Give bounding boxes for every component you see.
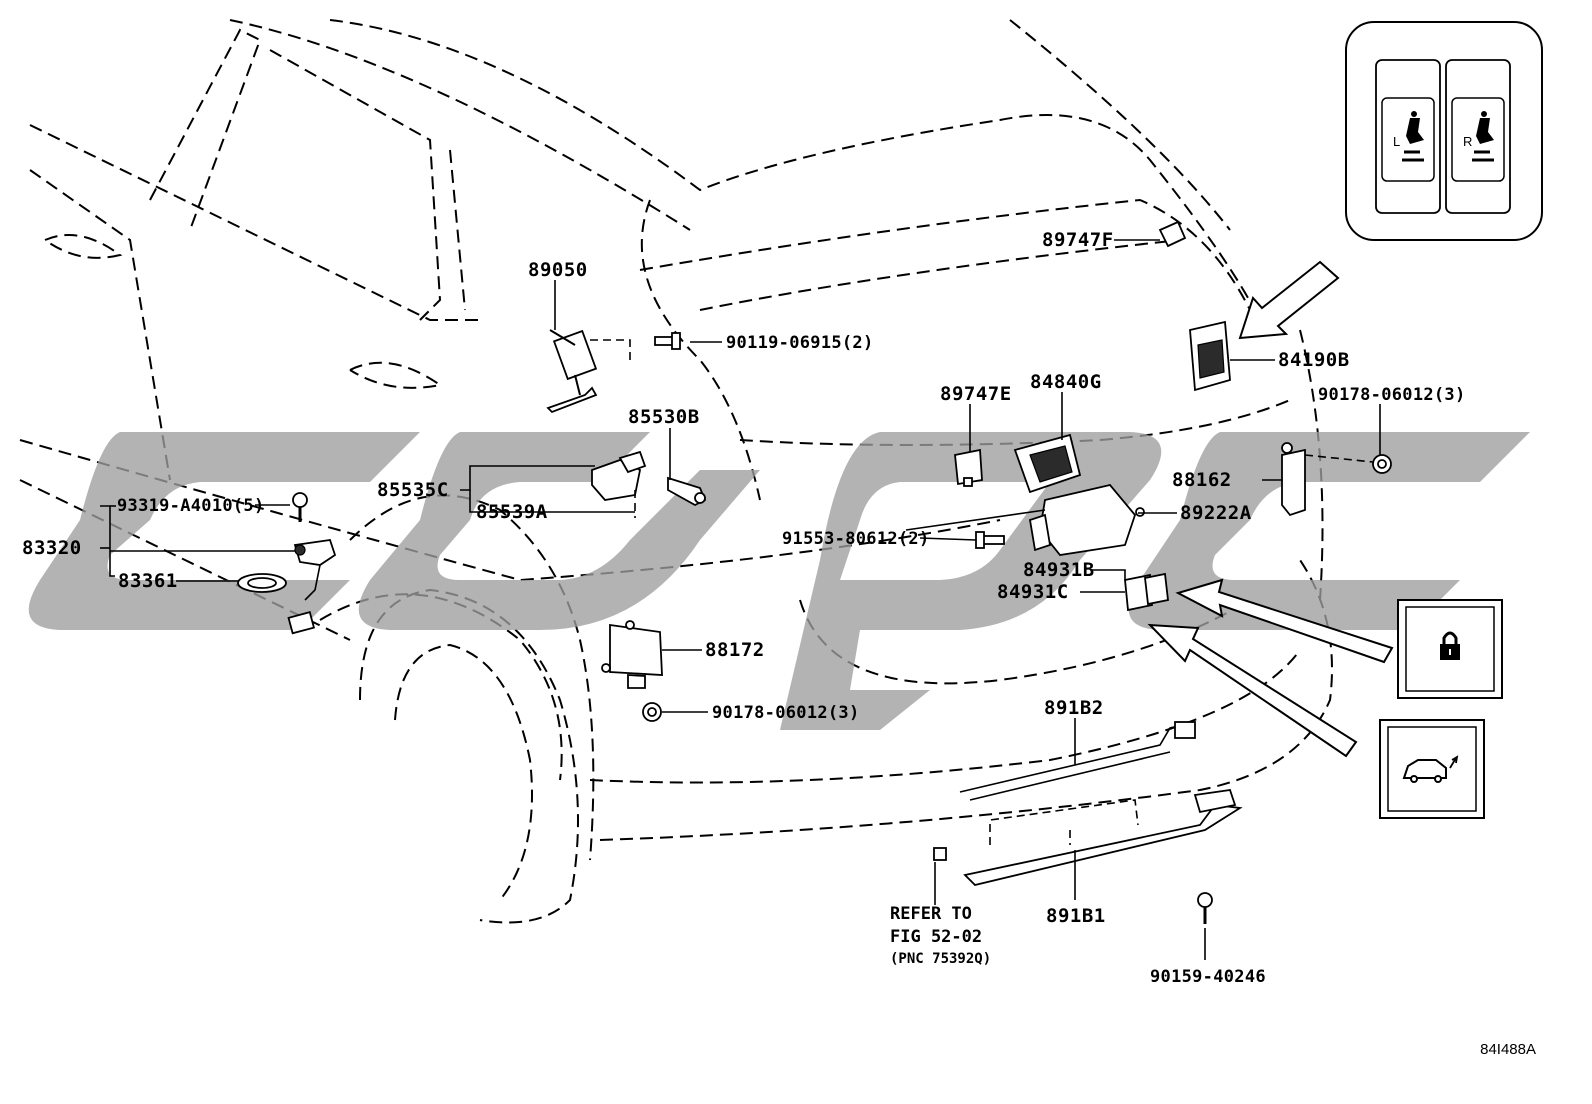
part-84931-switches <box>1124 572 1169 612</box>
label-85535C: 85535C <box>377 479 449 501</box>
part-89747F-sensor <box>1158 220 1187 248</box>
leader-lines <box>100 239 1381 960</box>
part-84190B-switch <box>1189 320 1231 392</box>
part-labels: 89050 90119-06915(2) 85530B 85535C 85539… <box>22 229 1466 987</box>
label-891B2: 891B2 <box>1044 697 1104 719</box>
part-91553-bolt <box>975 531 1005 549</box>
part-89747E-sensor <box>954 448 983 487</box>
label-88162: 88162 <box>1172 469 1232 491</box>
label-91553: 91553-80612(2) <box>782 529 930 549</box>
part-88162-bracket <box>1281 442 1306 517</box>
part-85535C-bracket <box>591 450 647 518</box>
part-85530B-sensor <box>667 476 707 507</box>
seat-left-icon <box>1402 111 1424 162</box>
reference-note: REFER TO FIG 52-02 (PNC 75392Q) <box>890 904 991 967</box>
part-90178-nut-b <box>1372 454 1392 474</box>
part-90119-bolt <box>654 332 681 350</box>
pointer-arrows <box>1147 260 1394 758</box>
label-85530B: 85530B <box>628 406 700 428</box>
label-88172: 88172 <box>705 639 765 661</box>
label-89747F: 89747F <box>1042 229 1114 251</box>
part-88172-module <box>601 620 663 689</box>
label-93319: 93319-A4010(5) <box>117 496 265 516</box>
part-93319-screw <box>292 492 308 522</box>
label-90178-b: 90178-06012(3) <box>1318 385 1466 405</box>
figure-code: 84I488A <box>1480 1041 1536 1058</box>
part-891B2-cable <box>959 721 1196 801</box>
label-891B1: 891B1 <box>1046 905 1106 927</box>
part-83320-sensor <box>287 539 337 635</box>
inset-lock-button <box>1397 599 1503 699</box>
seat-left-letter: L <box>1393 134 1400 149</box>
label-84931B: 84931B <box>1023 559 1095 581</box>
label-89222A: 89222A <box>1180 502 1252 524</box>
part-84840G-switch <box>1013 433 1082 494</box>
label-89747E: 89747E <box>940 383 1012 405</box>
part-90178-nut-a <box>642 702 662 722</box>
note-line-1: REFER TO <box>890 904 972 924</box>
label-83361: 83361 <box>118 570 178 592</box>
part-89050-height-sensor <box>546 329 598 414</box>
part-83361-ring <box>237 573 287 593</box>
label-85539A: 85539A <box>476 501 548 523</box>
inset-seat-switches: L R <box>1345 21 1543 241</box>
inset-tailgate-button <box>1379 719 1485 819</box>
part-90159-screw <box>1197 892 1213 924</box>
label-90119: 90119-06915(2) <box>726 333 874 353</box>
label-84190B: 84190B <box>1278 349 1350 371</box>
label-84931C: 84931C <box>997 581 1069 603</box>
part-89222A-ecu <box>1028 483 1145 556</box>
car-liftgate-icon <box>1402 755 1459 783</box>
part-891B1-cable <box>933 789 1243 886</box>
label-90178-a: 90178-06012(3) <box>712 703 860 723</box>
seat-right-icon <box>1472 111 1494 162</box>
label-83320: 83320 <box>22 537 82 559</box>
note-line-3: (PNC 75392Q) <box>890 951 991 967</box>
label-84840G: 84840G <box>1030 371 1102 393</box>
padlock-icon <box>1440 631 1460 660</box>
label-89050: 89050 <box>528 259 588 281</box>
seat-right-letter: R <box>1463 134 1472 149</box>
label-90159: 90159-40246 <box>1150 967 1266 987</box>
note-line-2: FIG 52-02 <box>890 927 982 947</box>
vehicle-body-outline <box>19 19 1333 924</box>
